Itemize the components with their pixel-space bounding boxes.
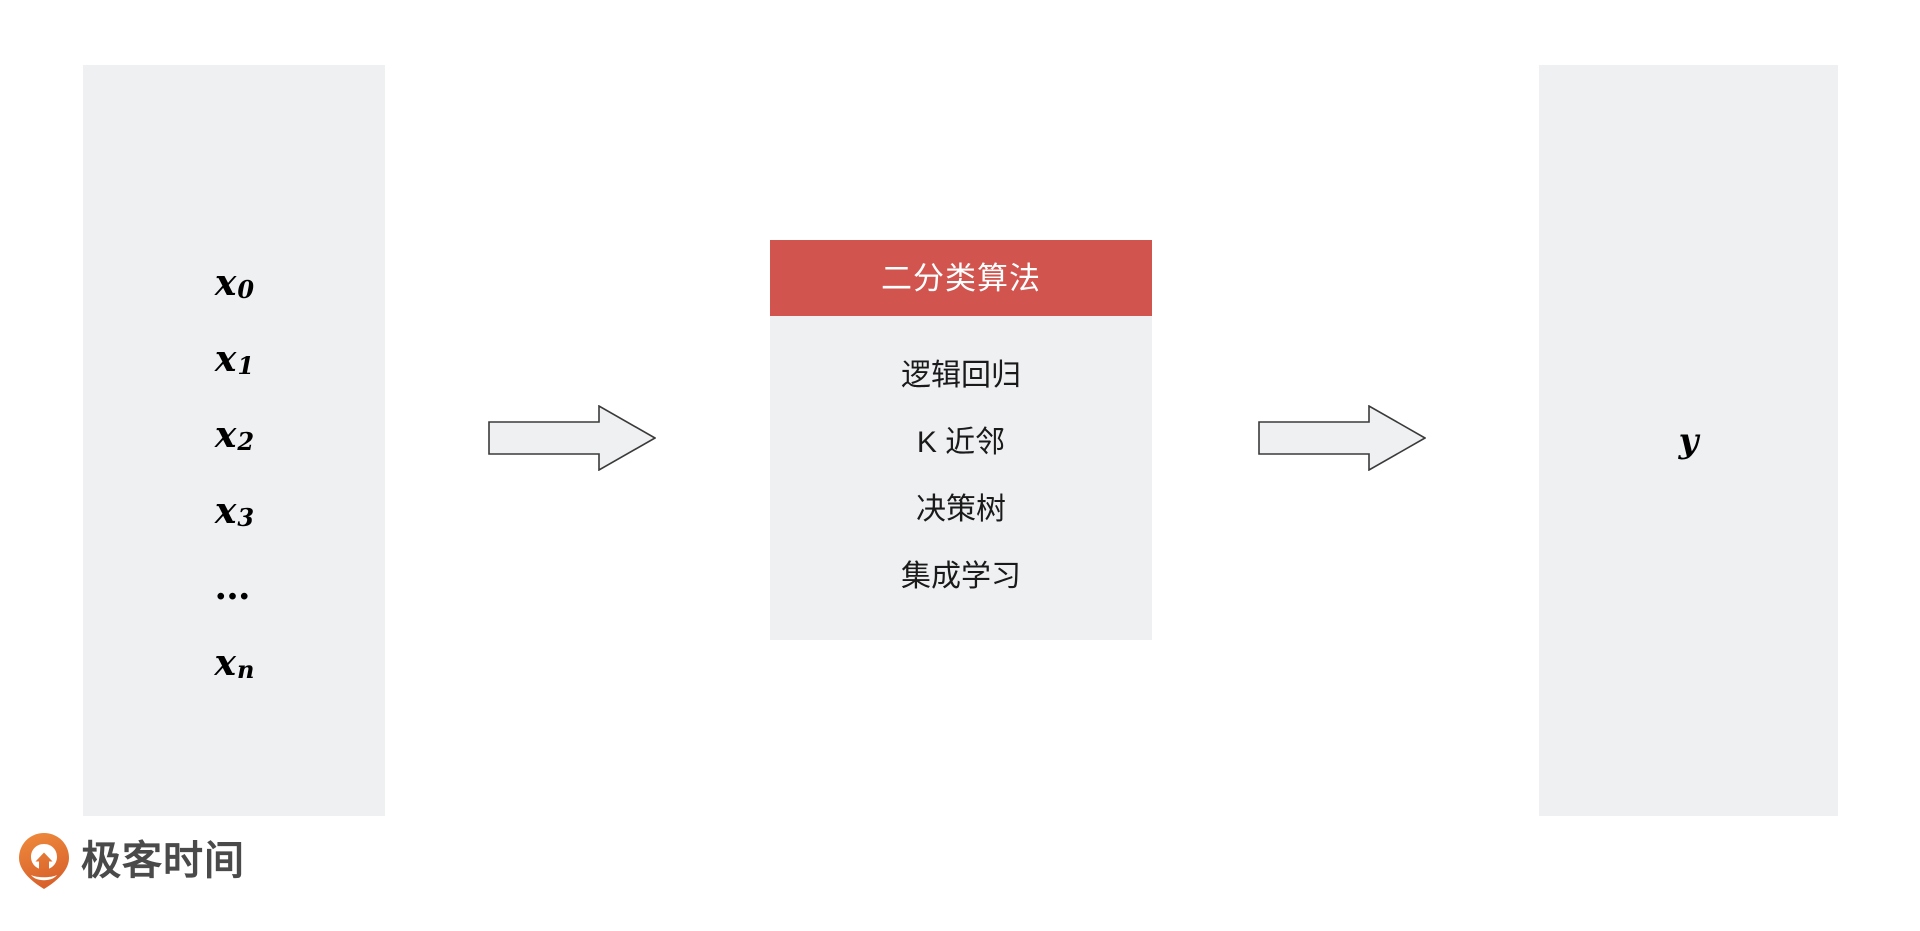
algorithm-item-logistic-regression: 逻辑回归: [901, 358, 1021, 392]
variable-base: x: [214, 338, 237, 380]
variable-base: x: [214, 642, 236, 684]
algorithm-card: 二分类算法 逻辑回归 K 近邻 决策树 集成学习: [770, 240, 1152, 640]
variable-base: x: [214, 414, 237, 456]
brand-watermark: 极客时间: [18, 832, 245, 890]
algorithm-card-header: 二分类算法: [770, 240, 1152, 316]
brand-name: 极客时间: [81, 839, 245, 883]
variable-subscript: n: [237, 655, 255, 684]
output-label-panel: y: [1539, 65, 1838, 816]
algorithm-item-ensemble-learning: 集成学习: [901, 559, 1021, 593]
algorithm-card-title: 二分类算法: [881, 260, 1041, 296]
variable-subscript: 0: [237, 275, 255, 304]
input-variable-ellipsis: …: [214, 566, 254, 608]
variable-subscript: 1: [237, 351, 255, 380]
algorithm-list: 逻辑回归 K 近邻 决策树 集成学习: [770, 316, 1152, 640]
variable-base: x: [214, 262, 237, 304]
variable-base: x: [214, 490, 237, 532]
algorithm-item-decision-tree: 决策树: [916, 492, 1006, 526]
geektime-pin-icon: [18, 832, 70, 890]
output-variable-y: y: [1678, 420, 1699, 461]
algorithm-item-k-nearest-neighbors: K 近邻: [916, 425, 1006, 459]
variable-subscript: 2: [237, 427, 255, 456]
arrow-model-to-output-icon: [1258, 405, 1426, 471]
variable-subscript: 3: [237, 503, 255, 532]
arrow-input-to-model-icon: [488, 405, 656, 471]
